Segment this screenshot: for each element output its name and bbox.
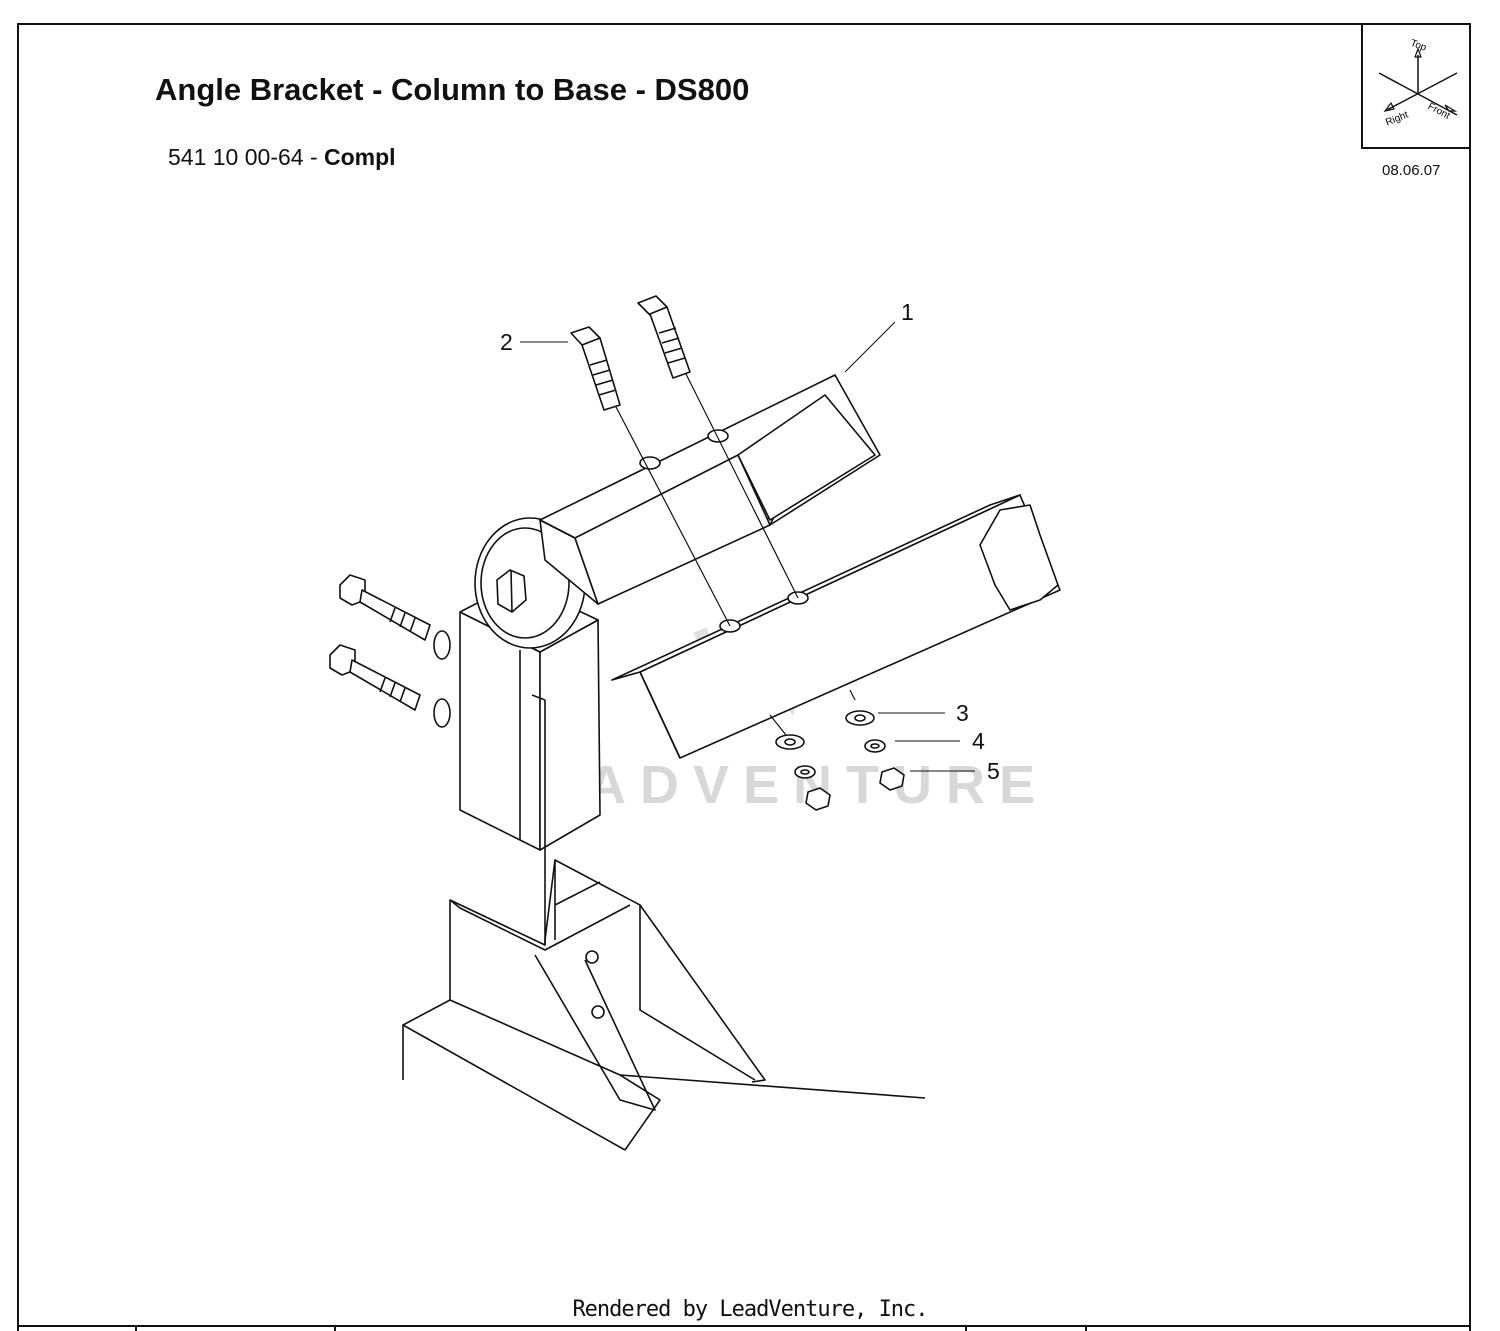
part-description: Compl xyxy=(324,144,396,170)
bottom-rule xyxy=(17,1325,1471,1327)
orientation-box: Top Right Front xyxy=(1361,25,1471,149)
orientation-top-label: Top xyxy=(1409,38,1428,54)
bottom-tick xyxy=(1085,1325,1087,1331)
bottom-tick xyxy=(135,1325,137,1331)
bottom-tick xyxy=(965,1325,967,1331)
side-bolt-2 xyxy=(329,644,451,728)
footer-credit: Rendered by LeadVenture, Inc. xyxy=(572,1297,928,1322)
nut-left xyxy=(805,787,831,811)
top-bolt-1 xyxy=(570,326,621,411)
bottom-tick xyxy=(334,1325,336,1331)
washer-right-small xyxy=(864,739,886,753)
drawing-frame xyxy=(17,23,1471,1331)
nut-right xyxy=(879,767,905,791)
part-number-line: 541 10 00-64 - Compl xyxy=(168,144,396,171)
revision-date: 08.06.07 xyxy=(1382,162,1441,179)
callout-4: 4 xyxy=(972,728,985,754)
callout-5: 5 xyxy=(987,758,1000,784)
top-bolt-2 xyxy=(637,295,691,379)
part-number: 541 10 00-64 - xyxy=(168,144,325,170)
callout-3: 3 xyxy=(956,700,969,726)
callout-2: 2 xyxy=(500,329,513,355)
angle-bracket-tube xyxy=(539,374,881,605)
washer-left-large xyxy=(775,734,805,750)
orientation-axes-icon: Top Right Front xyxy=(1378,38,1458,128)
callout-1: 1 xyxy=(901,299,914,325)
washer-left-small xyxy=(794,765,816,779)
base-frame xyxy=(402,859,926,1151)
leader-lines xyxy=(520,321,975,772)
arm-beam xyxy=(611,494,1061,759)
side-bolt-1 xyxy=(339,574,451,660)
column-tube xyxy=(459,581,601,945)
washer-right-large xyxy=(845,710,875,726)
page-title: Angle Bracket - Column to Base - DS800 xyxy=(155,72,750,107)
